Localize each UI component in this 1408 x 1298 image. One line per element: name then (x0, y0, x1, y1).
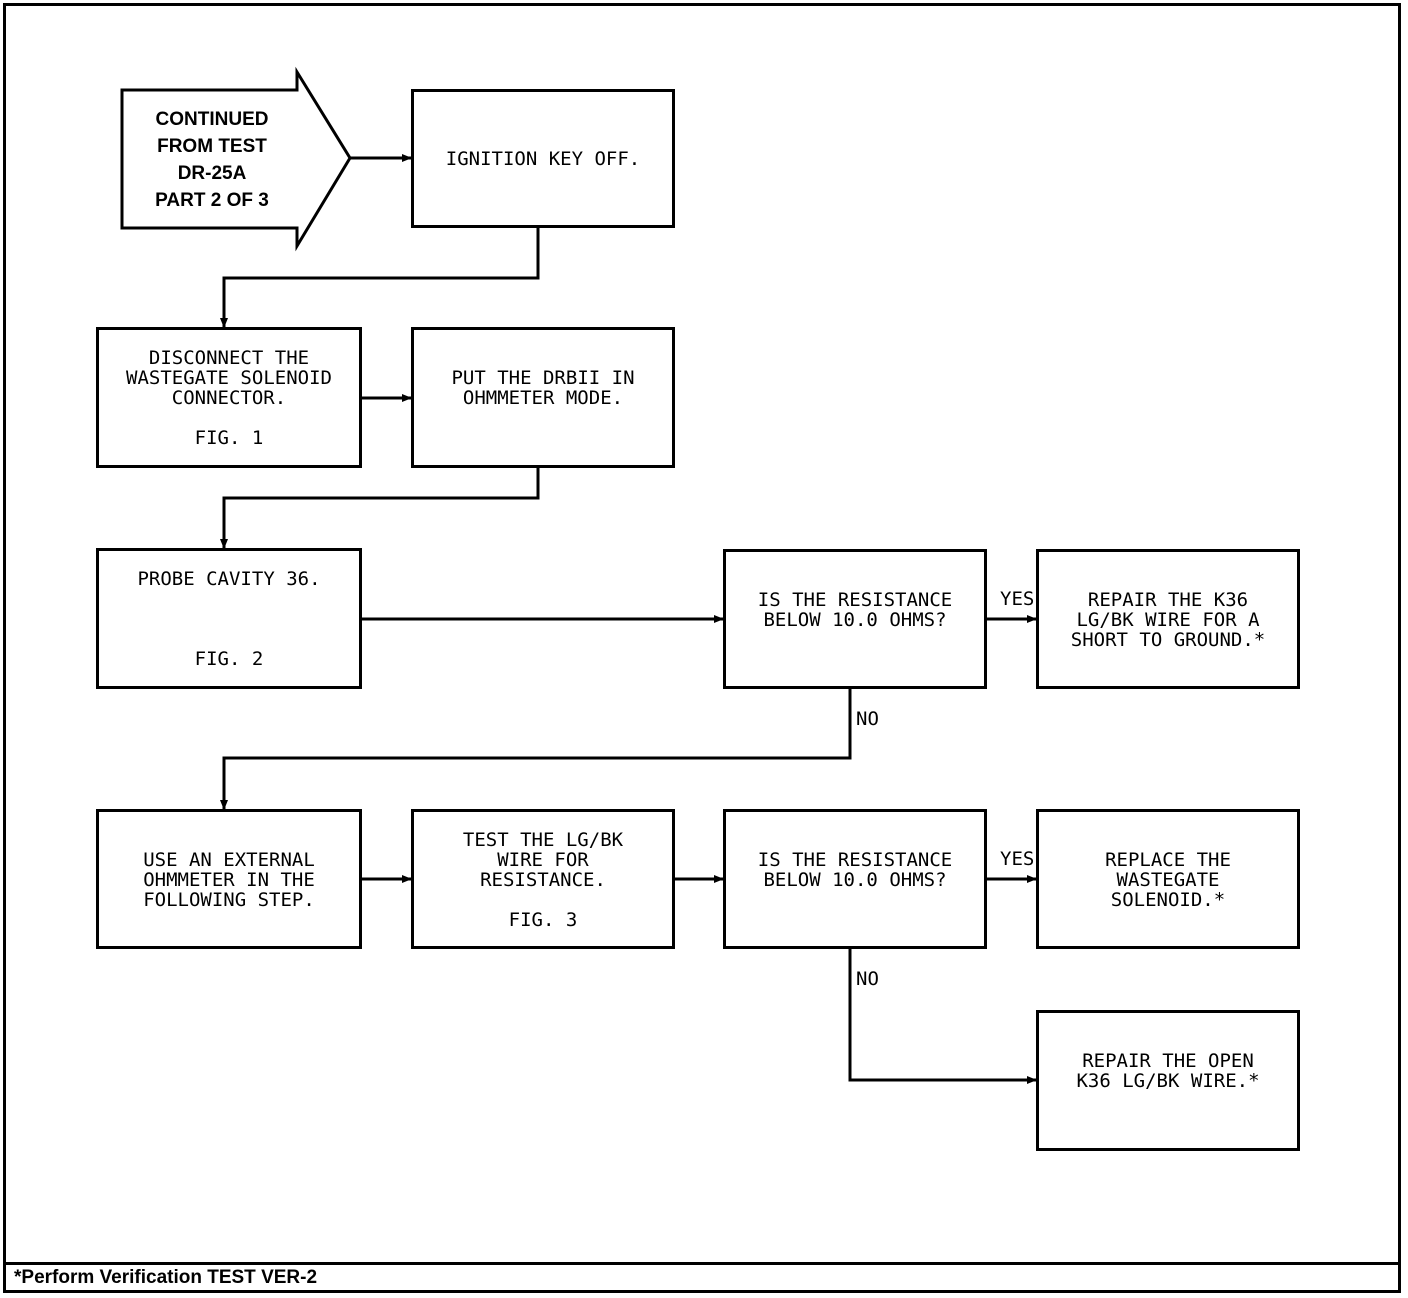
box-disconnect-text: DISCONNECT THE WASTEGATE SOLENOID CONNEC… (126, 347, 332, 409)
connector-ignition-to-disconnect (220, 228, 540, 328)
label-no-1: NO (856, 708, 879, 730)
connector-question2-no (848, 949, 1037, 1084)
box-test-wire: TEST THE LG/BK WIRE FOR RESISTANCE. FIG.… (411, 809, 675, 949)
connector-ohmmeter-to-probe (220, 468, 540, 549)
box-disconnect-fig: FIG. 1 (194, 427, 264, 449)
box-question-resistance-1: IS THE RESISTANCE BELOW 10.0 OHMS? (723, 549, 987, 689)
box-test-wire-text: TEST THE LG/BK WIRE FOR RESISTANCE. (462, 829, 624, 891)
box-repair-open-text: REPAIR THE OPEN K36 LG/BK WIRE.* (1076, 1050, 1260, 1092)
box-repair-open: REPAIR THE OPEN K36 LG/BK WIRE.* (1036, 1010, 1300, 1151)
box-ohmmeter-mode: PUT THE DRBII IN OHMMETER MODE. (411, 327, 675, 468)
box-test-wire-fig: FIG. 3 (508, 909, 578, 931)
box-disconnect-connector: DISCONNECT THE WASTEGATE SOLENOID CONNEC… (96, 327, 362, 468)
box-question-resistance-2: IS THE RESISTANCE BELOW 10.0 OHMS? (723, 809, 987, 949)
start-continued-label: CONTINUED FROM TEST DR-25A PART 2 OF 3 (155, 109, 269, 211)
box-ohmmeter-text: PUT THE DRBII IN OHMMETER MODE. (451, 367, 635, 409)
box-repair-short-text: REPAIR THE K36 LG/BK WIRE FOR A SHORT TO… (1070, 589, 1266, 651)
box-ignition-key-off: IGNITION KEY OFF. (411, 89, 675, 228)
box-question1-text: IS THE RESISTANCE BELOW 10.0 OHMS? (757, 589, 953, 631)
box-external-text: USE AN EXTERNAL OHMMETER IN THE FOLLOWIN… (143, 849, 315, 911)
label-no-2: NO (856, 968, 879, 990)
box-replace-solenoid: REPLACE THE WASTEGATE SOLENOID.* (1036, 809, 1300, 949)
box-replace-text: REPLACE THE WASTEGATE SOLENOID.* (1105, 849, 1231, 911)
label-yes-1: YES (1000, 588, 1035, 610)
box-question2-text: IS THE RESISTANCE BELOW 10.0 OHMS? (757, 849, 953, 891)
box-repair-short: REPAIR THE K36 LG/BK WIRE FOR A SHORT TO… (1036, 549, 1300, 689)
footer-divider (3, 1262, 1401, 1265)
box-external-ohmmeter: USE AN EXTERNAL OHMMETER IN THE FOLLOWIN… (96, 809, 362, 949)
footnote: *Perform Verification TEST VER-2 (14, 1267, 318, 1288)
label-yes-2: YES (1000, 848, 1035, 870)
box-probe-cavity: PROBE CAVITY 36. FIG. 2 (96, 548, 362, 689)
box-probe-text: PROBE CAVITY 36. (137, 568, 321, 590)
connector-question1-no (220, 689, 852, 810)
page-frame (3, 3, 1401, 1293)
box-probe-fig: FIG. 2 (194, 648, 264, 670)
box-ignition-text: IGNITION KEY OFF. (445, 148, 641, 170)
